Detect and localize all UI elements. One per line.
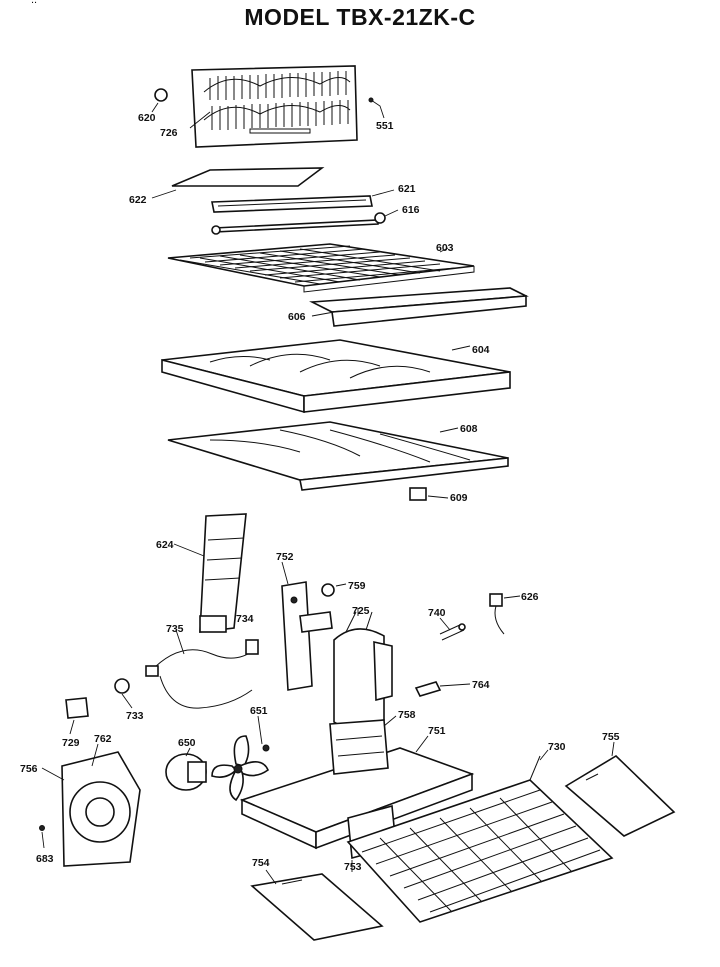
part-758[interactable]: [329, 715, 397, 775]
part-734[interactable]: [245, 639, 259, 655]
part-754[interactable]: [250, 869, 384, 941]
part-764[interactable]: [414, 681, 471, 697]
label-726: 726: [160, 127, 178, 139]
label-751: 751: [428, 725, 446, 737]
part-752[interactable]: [281, 561, 333, 691]
label-551: 551: [376, 120, 394, 132]
label-753: 753: [344, 861, 362, 873]
label-683: 683: [36, 853, 54, 865]
evaporator-coil[interactable]: [191, 65, 358, 148]
shelf-grid: [179, 245, 456, 285]
part-650[interactable]: [165, 747, 207, 791]
label-730: 730: [548, 741, 566, 753]
label-621: 621: [398, 183, 416, 195]
part-740[interactable]: [439, 617, 466, 641]
part-608[interactable]: [167, 421, 509, 491]
label-604: 604: [472, 344, 490, 356]
page-title: MODEL TBX-21ZK-C: [244, 4, 476, 30]
label-755: 755: [602, 731, 620, 743]
part-620[interactable]: [151, 88, 168, 113]
part-755[interactable]: [564, 741, 676, 837]
part-762[interactable]: [91, 743, 99, 767]
label-603: 603: [436, 242, 454, 254]
part-624[interactable]: [173, 513, 247, 633]
label-620: 620: [138, 112, 156, 124]
label-754: 754: [252, 857, 270, 869]
label-740: 740: [428, 607, 446, 619]
part-621[interactable]: [211, 189, 395, 213]
label-650: 650: [178, 737, 196, 749]
part-651[interactable]: [211, 715, 270, 802]
part-604[interactable]: [161, 339, 511, 414]
part-759[interactable]: [321, 583, 347, 597]
label-616: 616: [402, 204, 420, 216]
part-626[interactable]: [489, 593, 521, 635]
label-624: 624: [156, 539, 174, 551]
label-725: 725: [352, 605, 370, 617]
part-683[interactable]: [39, 825, 45, 849]
part-609[interactable]: [409, 487, 449, 501]
part-730[interactable]: [346, 749, 614, 923]
coil-fins: [209, 71, 349, 130]
label-735: 735: [166, 623, 184, 635]
label-609: 609: [450, 492, 468, 504]
part-622[interactable]: [151, 167, 325, 199]
label-762: 762: [94, 733, 112, 745]
label-651: 651: [250, 705, 268, 717]
part-756[interactable]: [41, 751, 141, 867]
part-729[interactable]: [65, 697, 89, 735]
part-733[interactable]: [114, 678, 133, 709]
label-752: 752: [276, 551, 294, 563]
label-759: 759: [348, 580, 366, 592]
label-758: 758: [398, 709, 416, 721]
part-735[interactable]: [145, 629, 255, 709]
part-603[interactable]: [167, 243, 475, 293]
label-729: 729: [62, 737, 80, 749]
label-756: 756: [20, 763, 38, 775]
part-725[interactable]: [333, 608, 393, 730]
part-616[interactable]: [211, 209, 399, 235]
part-551[interactable]: [368, 97, 385, 119]
label-626: 626: [521, 591, 539, 603]
corner-mark: " ..: [24, 0, 38, 6]
label-608: 608: [460, 423, 478, 435]
label-733: 733: [126, 710, 144, 722]
part-606[interactable]: [309, 287, 529, 327]
label-606: 606: [288, 311, 306, 323]
label-734: 734: [236, 613, 254, 625]
label-764: 764: [472, 679, 490, 691]
label-622: 622: [129, 194, 147, 206]
